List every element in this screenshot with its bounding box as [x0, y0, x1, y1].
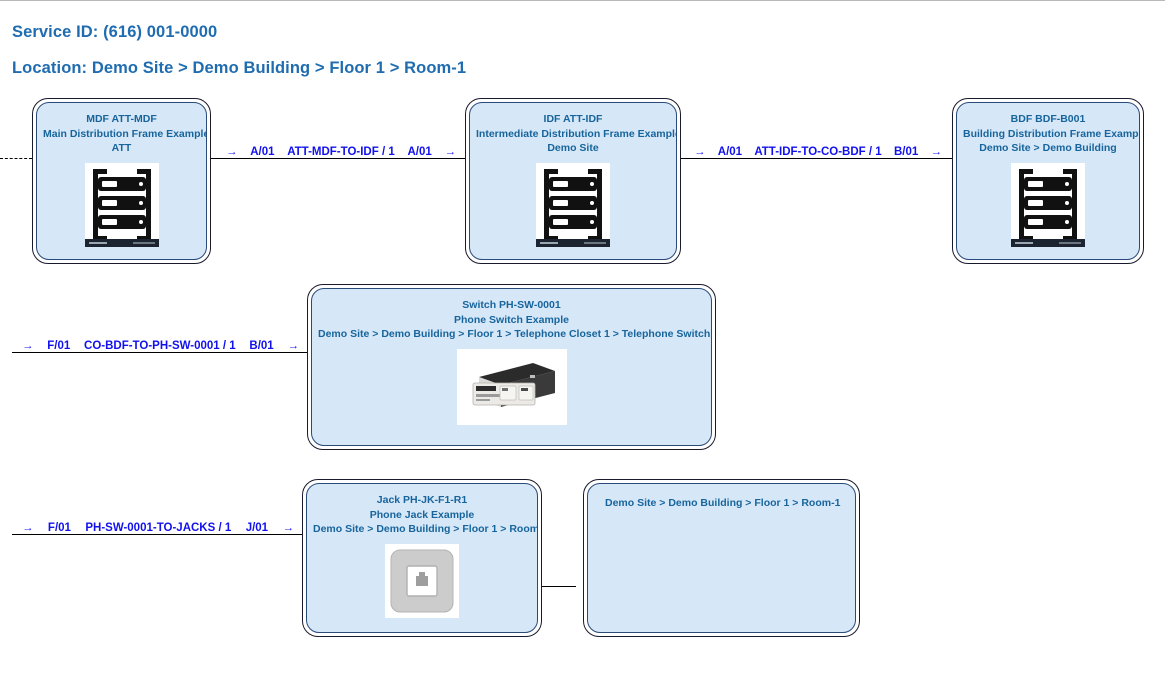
node-jack-line-1: Jack PH-JK-F1-R1 — [376, 494, 468, 506]
node-jack-line-3: Demo Site > Demo Building > Floor 1 > Ro… — [313, 523, 538, 536]
link-ph-sw-to-jacks-line — [12, 534, 304, 535]
link-2-in-arrow: → — [694, 146, 706, 158]
link-3-in-arrow: → — [22, 340, 34, 352]
node-idf-body: IDF ATT-IDF Intermediate Distribution Fr… — [469, 102, 677, 260]
node-jack-body: Jack PH-JK-F1-R1 Phone Jack Example Demo… — [306, 483, 538, 633]
node-bdf-line-1: BDF BDF-B001 — [1010, 113, 1086, 125]
network-switch-glyph — [456, 348, 567, 425]
server-rack-icon — [1011, 162, 1085, 247]
node-jack-line-2: Phone Jack Example — [369, 508, 475, 521]
top-divider — [0, 0, 1165, 1]
node-room[interactable]: Demo Site > Demo Building > Floor 1 > Ro… — [583, 479, 860, 637]
link-ph-sw-to-jacks-labels[interactable]: → F/01 PH-SW-0001-TO-JACKS / 1 J/01 → — [22, 522, 294, 534]
link-4-out-arrow: → — [282, 522, 295, 534]
link-1-in-arrow: → — [226, 146, 238, 158]
link-1-out-arrow: → — [444, 146, 456, 158]
node-mdf-line-3: ATT — [111, 142, 132, 155]
link-2-in-port: A/01 — [717, 146, 743, 158]
link-4-in-arrow: → — [22, 522, 34, 534]
link-4-in-port: F/01 — [47, 522, 71, 534]
link-2-out-arrow: → — [930, 146, 943, 158]
node-bdf[interactable]: BDF BDF-B001 Building Distribution Frame… — [952, 98, 1144, 264]
link-co-bdf-to-ph-sw-labels[interactable]: → F/01 CO-BDF-TO-PH-SW-0001 / 1 B/01 → — [22, 340, 299, 352]
node-mdf-body: MDF ATT-MDF Main Distribution Frame Exam… — [36, 102, 207, 260]
node-switch[interactable]: Switch PH-SW-0001 Phone Switch Example D… — [307, 284, 716, 450]
link-jack-to-room-line — [542, 586, 576, 587]
node-switch-line-1: Switch PH-SW-0001 — [462, 299, 561, 311]
link-3-in-port: F/01 — [47, 340, 71, 352]
link-att-mdf-to-idf-labels[interactable]: → A/01 ATT-MDF-TO-IDF / 1 A/01 → — [226, 146, 456, 158]
node-mdf-line-2: Main Distribution Frame Example — [43, 127, 207, 140]
node-idf-line-1: IDF ATT-IDF — [543, 113, 603, 125]
node-switch-body: Switch PH-SW-0001 Phone Switch Example D… — [311, 288, 712, 446]
node-room-line-1: Demo Site > Demo Building > Floor 1 > Ro… — [605, 497, 841, 509]
phone-jack-icon — [385, 543, 459, 618]
node-idf-line-2: Intermediate Distribution Frame Example — [476, 127, 677, 140]
node-bdf-line-3: Demo Site > Demo Building — [979, 142, 1117, 155]
upstream-dashed-stub — [0, 158, 32, 159]
network-switch-icon — [456, 348, 567, 425]
node-switch-line-3: Demo Site > Demo Building > Floor 1 > Te… — [318, 328, 712, 341]
link-2-out-port: B/01 — [893, 146, 919, 158]
link-4-out-port: J/01 — [245, 522, 269, 534]
link-1-out-port: A/01 — [407, 146, 432, 158]
server-rack-icon — [536, 162, 610, 247]
link-3-name[interactable]: CO-BDF-TO-PH-SW-0001 / 1 — [84, 340, 236, 352]
link-2-name[interactable]: ATT-IDF-TO-CO-BDF / 1 — [754, 146, 882, 158]
node-room-body: Demo Site > Demo Building > Floor 1 > Ro… — [587, 483, 856, 633]
link-co-bdf-to-ph-sw-line — [12, 352, 309, 353]
link-4-name[interactable]: PH-SW-0001-TO-JACKS / 1 — [85, 522, 232, 534]
link-1-name[interactable]: ATT-MDF-TO-IDF / 1 — [287, 146, 395, 158]
link-att-mdf-to-idf-line — [211, 158, 465, 159]
node-bdf-body: BDF BDF-B001 Building Distribution Frame… — [956, 102, 1140, 260]
server-rack-glyph — [536, 162, 610, 247]
node-switch-line-2: Phone Switch Example — [454, 313, 569, 326]
service-id-label: Service ID: (616) 001-0000 — [12, 23, 218, 41]
node-mdf[interactable]: MDF ATT-MDF Main Distribution Frame Exam… — [32, 98, 211, 264]
link-3-out-port: B/01 — [249, 340, 274, 352]
node-jack[interactable]: Jack PH-JK-F1-R1 Phone Jack Example Demo… — [302, 479, 542, 637]
link-att-idf-to-co-bdf-line — [681, 158, 953, 159]
location-breadcrumb: Location: Demo Site > Demo Building > Fl… — [12, 59, 467, 77]
phone-jack-glyph — [385, 543, 459, 618]
node-idf-line-3: Demo Site — [547, 142, 599, 155]
server-rack-glyph — [84, 162, 159, 247]
link-att-idf-to-co-bdf-labels[interactable]: → A/01 ATT-IDF-TO-CO-BDF / 1 B/01 → — [694, 146, 942, 158]
link-3-out-arrow: → — [287, 340, 299, 352]
node-bdf-line-2: Building Distribution Frame Example — [963, 127, 1140, 140]
server-rack-glyph — [1011, 162, 1085, 247]
server-rack-icon — [84, 162, 159, 247]
node-idf[interactable]: IDF ATT-IDF Intermediate Distribution Fr… — [465, 98, 681, 264]
node-mdf-line-1: MDF ATT-MDF — [86, 113, 157, 125]
link-1-in-port: A/01 — [250, 146, 275, 158]
